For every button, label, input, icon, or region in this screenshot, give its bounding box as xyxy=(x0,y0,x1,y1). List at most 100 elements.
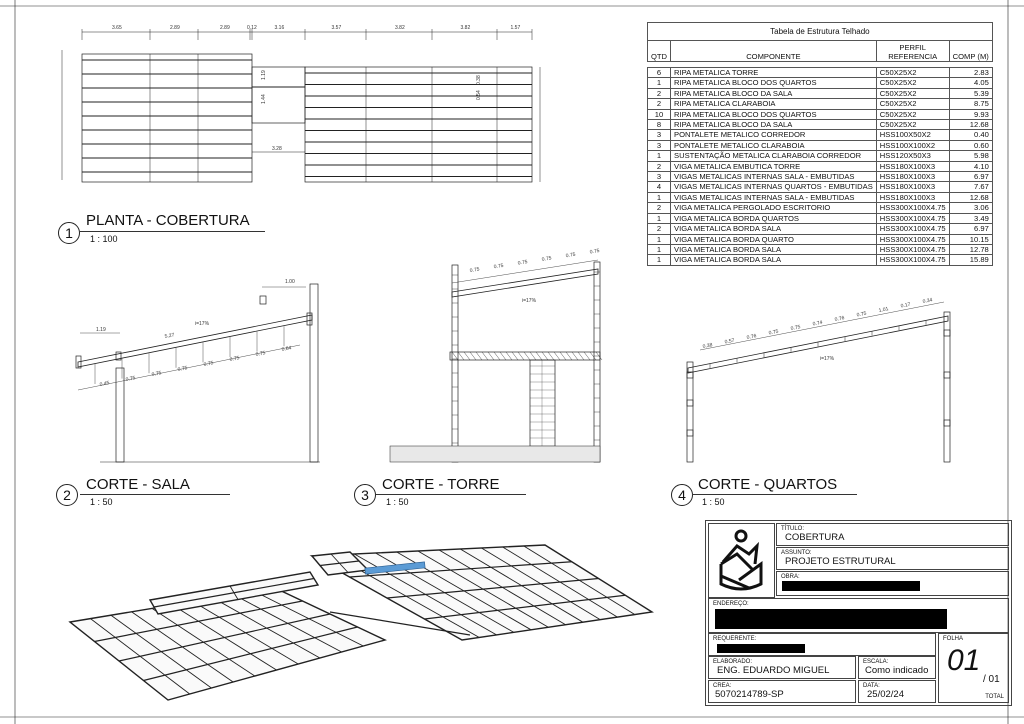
cell-qtd: 4 xyxy=(646,181,672,193)
truss-diagonal xyxy=(589,351,597,361)
truss-diagonal xyxy=(547,351,555,361)
cell-perfil: HSS300X100X4.75 xyxy=(875,212,950,225)
cell-qtd: 6 xyxy=(646,66,672,79)
iso-roof-sala xyxy=(68,587,388,701)
iso-beam xyxy=(329,611,471,636)
dimension-label: 0.75 xyxy=(151,370,162,378)
cell-componente: VIGAS METALICAS INTERNAS QUARTOS - EMBUT… xyxy=(670,181,877,193)
slope-label: i=17% xyxy=(195,321,210,327)
dimension-label: 0.75 xyxy=(125,375,136,383)
cell-comp: 9.93 xyxy=(948,108,993,121)
view-title-corte-torre: CORTE - TORRE xyxy=(382,476,500,493)
dimension-label: 0.38 xyxy=(702,342,713,350)
iso-beam xyxy=(118,613,331,662)
dimension-label: 1.19 xyxy=(261,70,267,80)
cell-comp: 12.68 xyxy=(948,191,993,204)
truss-diagonal xyxy=(571,351,579,361)
cell-componente: VIGA METALICA BORDA QUARTO xyxy=(670,233,877,245)
plan-claraboia xyxy=(251,66,306,124)
cell-perfil: HSS300X100X4.75 xyxy=(875,254,950,266)
dimension-label: 0.54 xyxy=(476,90,482,100)
plan-block-quartos xyxy=(304,66,533,183)
dimension-label: 0.75 xyxy=(469,266,480,273)
escala-label: ESCALA: xyxy=(863,659,889,665)
dimension-label: 0.75 xyxy=(255,350,266,358)
truss-diagonal xyxy=(493,351,501,361)
cell-componente: VIGAS METALICAS INTERNAS SALA - EMBUTIDA… xyxy=(670,171,877,183)
truss-diagonal xyxy=(457,351,465,361)
cell-qtd: 3 xyxy=(646,139,672,152)
slab-torre xyxy=(449,351,601,361)
block-column xyxy=(529,359,556,449)
obra-label: OBRA: xyxy=(781,574,800,580)
dimension-line xyxy=(77,344,301,391)
cell-perfil: HSS120X50X3 xyxy=(875,150,950,162)
data-label: DATA: xyxy=(863,683,880,689)
crea-field: CREA: 5070214789-SP xyxy=(708,680,856,703)
cell-qtd: 8 xyxy=(646,119,672,131)
cell-perfil: C50X25X2 xyxy=(875,77,950,89)
truss-diagonal xyxy=(529,351,537,361)
cell-comp: 5.98 xyxy=(948,150,993,162)
truss-diagonal xyxy=(523,351,531,361)
dimension-label: 0.12 xyxy=(247,25,257,31)
ground-fill xyxy=(389,445,601,463)
dimension-line xyxy=(699,301,945,351)
truss-diagonal xyxy=(487,351,495,361)
data-field: DATA: 25/02/24 xyxy=(858,680,936,703)
dimension-label: 0.75 xyxy=(856,311,867,319)
redacted-endereco xyxy=(715,609,947,629)
dimension-label: 1.00 xyxy=(285,279,295,285)
cell-perfil: HSS300X100X4.75 xyxy=(875,223,950,235)
cell-componente: VIGA METALICA PERGOLADO ESCRITORIO xyxy=(670,202,877,214)
truss-diagonal xyxy=(451,351,459,361)
title-block xyxy=(705,520,1012,706)
elaborado-label: ELABORADO: xyxy=(713,659,753,665)
redacted-requerente xyxy=(717,644,805,653)
endereco-field: ENDEREÇO: xyxy=(708,598,1009,633)
dimension-label: 0.45 xyxy=(99,380,110,388)
cell-comp: 6.97 xyxy=(948,223,993,235)
dimension-label: 0.76 xyxy=(834,315,845,323)
cell-perfil: HSS300X100X4.75 xyxy=(875,243,950,256)
view-number-4: 4 xyxy=(671,484,693,506)
iso-highlighted-beam xyxy=(364,561,426,575)
dimension-label: 1.01 xyxy=(878,306,889,314)
view-scale-3: 1 : 50 xyxy=(386,497,409,507)
folha-total: / 01 xyxy=(983,674,1000,685)
cell-componente: RIPA METALICA BLOCO DA SALA xyxy=(670,87,877,100)
slope-label: i=17% xyxy=(522,298,537,304)
iso-beam xyxy=(349,561,572,578)
obra-field: OBRA: xyxy=(776,571,1009,596)
purlin xyxy=(259,295,267,305)
cell-perfil: HSS300X100X4.75 xyxy=(875,202,950,214)
elaborado-value: ENG. EDUARDO MIGUEL xyxy=(717,665,830,676)
dimension-label: 0.75 xyxy=(517,259,528,266)
folha-field: FOLHA 01 / 01 TOTAL xyxy=(938,633,1009,703)
column-joint xyxy=(943,329,951,337)
view-number-2: 2 xyxy=(56,484,78,506)
column-torre-right xyxy=(593,261,601,463)
truss-diagonal xyxy=(541,351,549,361)
cell-comp: 6.97 xyxy=(948,171,993,183)
cell-perfil: HSS180X100X3 xyxy=(875,181,950,193)
cell-comp: 5.39 xyxy=(948,87,993,100)
total-label: TOTAL xyxy=(985,694,1004,700)
crea-label: CREA: xyxy=(713,683,732,689)
truss-diagonal xyxy=(469,351,477,361)
header-componente: COMPONENTE xyxy=(670,40,877,62)
header-qtd: QTD xyxy=(646,40,672,62)
cell-componente: VIGA METALICA BORDA QUARTOS xyxy=(670,212,877,225)
cell-perfil: C50X25X2 xyxy=(875,98,950,110)
titulo-value: COBERTURA xyxy=(785,532,845,543)
dimension-label: 0.17 xyxy=(900,302,911,310)
dimension-label: 0.75 xyxy=(203,360,214,368)
roof-structure-table: Tabela de Estrutura Telhado QTD COMPONEN… xyxy=(646,22,993,266)
cell-qtd: 2 xyxy=(646,223,672,235)
